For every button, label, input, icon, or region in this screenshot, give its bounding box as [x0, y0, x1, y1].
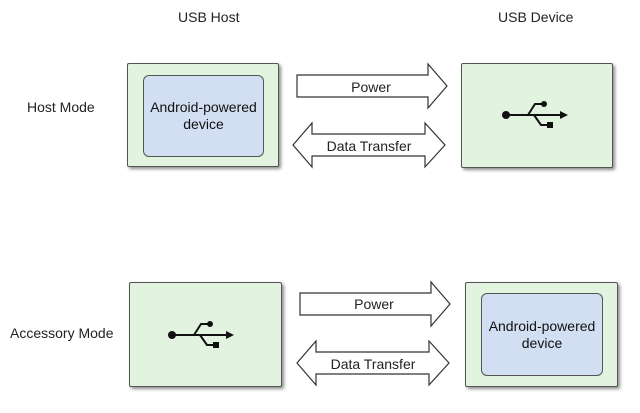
- data-transfer-label: Data Transfer: [326, 138, 412, 154]
- accessory-mode-usb-device-box: Android-powered device: [465, 282, 618, 387]
- android-device-label: Android-powered device: [150, 99, 257, 132]
- power-arrow: [296, 62, 448, 110]
- power-label: Power: [354, 296, 394, 312]
- power-label: Power: [351, 79, 391, 95]
- usb-icon: [168, 321, 234, 348]
- host-mode-label: Host Mode: [27, 99, 95, 115]
- host-mode-usb-host-box: Android-powered device: [127, 63, 279, 167]
- accessory-mode-label: Accessory Mode: [10, 325, 114, 341]
- android-device-label: Android-powered device: [488, 317, 596, 351]
- data-transfer-arrow: [292, 121, 446, 169]
- usb-device-header: USB Device: [498, 9, 574, 25]
- data-transfer-label: Data Transfer: [330, 356, 416, 372]
- usb-icon: [502, 101, 568, 128]
- usb-host-header: USB Host: [178, 9, 240, 25]
- data-transfer-arrow: [296, 339, 450, 387]
- android-device-box: Android-powered device: [481, 293, 603, 376]
- power-arrow: [299, 280, 451, 328]
- android-device-box: Android-powered device: [143, 75, 264, 157]
